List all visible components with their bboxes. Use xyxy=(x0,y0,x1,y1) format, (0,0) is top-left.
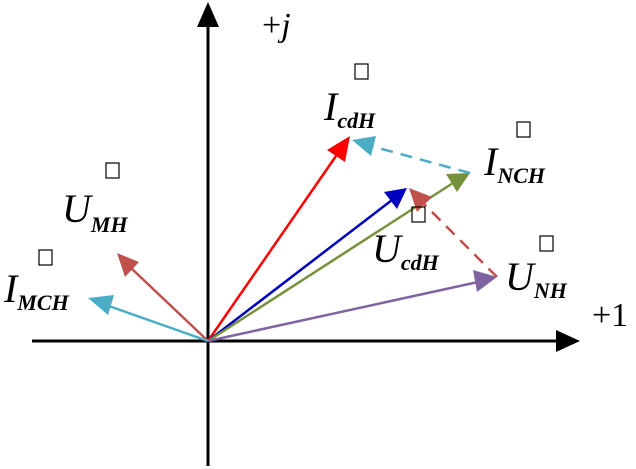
y-axis-arrowhead xyxy=(197,2,219,27)
phasor-U_cdH xyxy=(207,188,407,342)
dashed-U-connector-arrowhead xyxy=(409,188,432,212)
phasor-dot-box-U_cdH xyxy=(411,206,426,223)
phasor-U_NH-arrowhead xyxy=(473,270,497,292)
phasor-I_cdH-arrowhead xyxy=(327,136,350,162)
phasor-dot-box-I_MCH xyxy=(38,249,53,266)
label-I_NCH: INCH xyxy=(483,139,546,188)
x-axis-arrowhead xyxy=(556,330,580,352)
label-U_cdH: UcdH xyxy=(372,226,440,275)
label-U_MH: UMH xyxy=(62,186,128,237)
phasor-U_NH xyxy=(207,270,497,343)
phasor-U_cdH-arrowhead xyxy=(384,188,407,209)
dashed-I-connector xyxy=(352,136,471,175)
phasor-I_MCH-arrowhead xyxy=(88,295,114,315)
phasor-I_NCH-arrowhead xyxy=(446,173,470,192)
x-axis-label: +1 xyxy=(592,297,628,334)
dashed-U-connector xyxy=(409,188,498,278)
phasor-dot-box-U_MH xyxy=(105,162,120,179)
phasor-U_MH xyxy=(117,253,209,342)
phasor-I_MCH xyxy=(88,295,209,343)
phasor-I_cdH xyxy=(206,136,350,342)
label-U_NH: UNH xyxy=(505,254,568,303)
phasor-dot-box-I_cdH xyxy=(354,63,369,80)
phasor-dot-box-U_NH xyxy=(539,235,554,252)
dashed-I-connector-arrowhead xyxy=(352,136,376,156)
label-I_MCH: IMCH xyxy=(3,266,70,315)
y-axis-label: +j xyxy=(262,7,291,44)
phasor-dot-box-I_NCH xyxy=(516,121,531,138)
label-I_cdH: IcdH xyxy=(323,84,376,133)
phasor-U_MH-arrowhead xyxy=(117,253,139,277)
